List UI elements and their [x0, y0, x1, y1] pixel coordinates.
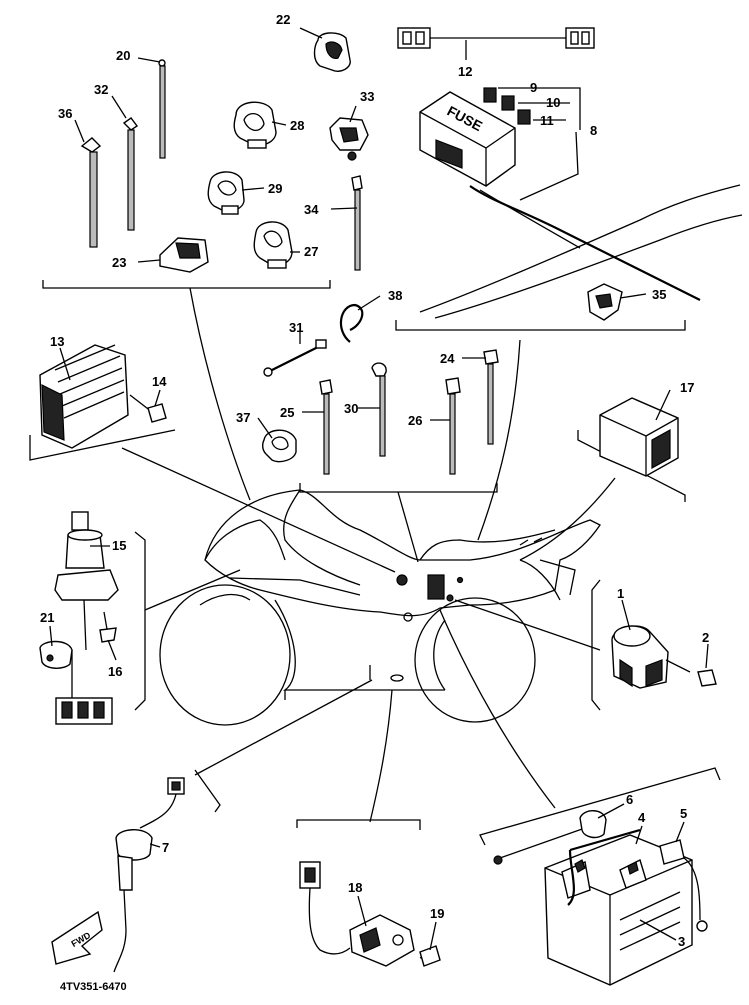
part-21-cover[interactable] — [39, 640, 73, 669]
callout-pointers — [49, 27, 709, 951]
part-35-clip[interactable] — [587, 283, 623, 321]
part-8-fuse-box[interactable]: FUSE — [419, 91, 701, 301]
callout-10: 10 — [546, 95, 560, 110]
callout-34: 34 — [304, 202, 319, 217]
callout-22: 22 — [276, 12, 290, 27]
part-31-band[interactable] — [263, 339, 327, 377]
callout-2: 2 — [702, 630, 709, 645]
part-22-clamp[interactable] — [313, 32, 351, 72]
callout-33: 33 — [360, 89, 374, 104]
part-4-battery-band[interactable] — [567, 828, 641, 906]
callout-24: 24 — [440, 351, 455, 366]
callout-7: 7 — [162, 840, 169, 855]
part-9-fuse[interactable] — [483, 87, 497, 103]
callout-19: 19 — [430, 906, 444, 921]
part-26-cable-tie[interactable] — [445, 377, 461, 475]
part-13-rectifier-regulator[interactable] — [39, 344, 129, 449]
callout-37: 37 — [236, 410, 250, 425]
callout-28: 28 — [290, 118, 304, 133]
part-15-main-switch[interactable] — [54, 511, 119, 725]
motorcycle-outline — [159, 489, 601, 726]
part-24-cable-tie[interactable] — [483, 349, 499, 445]
part-10-fuse[interactable] — [501, 95, 515, 111]
callout-8: 8 — [590, 123, 597, 138]
part-23-holder[interactable] — [159, 237, 209, 273]
callout-14: 14 — [152, 374, 167, 389]
callout-30: 30 — [344, 401, 358, 416]
callout-20: 20 — [116, 48, 130, 63]
callout-29: 29 — [268, 181, 282, 196]
part-27-clamp[interactable] — [253, 221, 293, 269]
part-36-cable-tie[interactable] — [80, 137, 102, 248]
callout-13: 13 — [50, 334, 64, 349]
callout-15: 15 — [112, 538, 126, 553]
callout-36: 36 — [58, 106, 72, 121]
leader-lines — [121, 287, 616, 823]
part-18-sidestand-switch[interactable] — [299, 861, 415, 967]
callout-31: 31 — [289, 320, 303, 335]
part-29-clamp[interactable] — [207, 171, 245, 215]
callout-1: 1 — [617, 586, 624, 601]
callout-9: 9 — [530, 80, 537, 95]
part-14-bolt[interactable] — [129, 394, 167, 423]
callout-18: 18 — [348, 880, 362, 895]
part-5-breather-hose[interactable] — [659, 839, 708, 932]
part-32-cable-tie[interactable] — [122, 117, 139, 231]
part-12-coupler-lead[interactable] — [397, 27, 595, 49]
callout-5: 5 — [680, 806, 687, 821]
callout-labels: 22 20 32 36 28 33 29 34 27 23 12 9 10 11… — [40, 12, 709, 993]
part-1-ignition-coil[interactable] — [611, 625, 691, 689]
front-arrow: FWD — [51, 910, 103, 965]
part-11-fuse[interactable] — [517, 109, 531, 125]
part-20-cable-tie[interactable] — [158, 59, 166, 159]
callout-4: 4 — [638, 810, 646, 825]
callout-25: 25 — [280, 405, 294, 420]
part-38-clip[interactable] — [339, 303, 364, 343]
part-37-clamp[interactable] — [261, 429, 297, 463]
part-17-relay[interactable] — [599, 397, 679, 477]
callout-11: 11 — [540, 113, 554, 128]
callout-3: 3 — [678, 934, 685, 949]
part-16-screw[interactable] — [99, 611, 117, 643]
part-28-clamp[interactable] — [233, 101, 277, 149]
part-7-neutral-switch[interactable] — [113, 777, 185, 973]
callout-32: 32 — [94, 82, 108, 97]
part-19-screw[interactable] — [419, 945, 441, 967]
part-33-clip[interactable] — [329, 117, 369, 161]
callout-21: 21 — [40, 610, 54, 625]
callout-27: 27 — [304, 244, 318, 259]
callout-23: 23 — [112, 255, 126, 270]
callout-26: 26 — [408, 413, 422, 428]
part-25-cable-tie[interactable] — [319, 379, 333, 475]
callout-17: 17 — [680, 380, 694, 395]
part-3-battery[interactable] — [544, 834, 693, 986]
part-30-band[interactable] — [371, 362, 387, 457]
callout-35: 35 — [652, 287, 666, 302]
part-34-cable-tie[interactable] — [351, 175, 363, 271]
diagram-code: 4TV351-6470 — [60, 981, 127, 993]
part-2-screw[interactable] — [697, 669, 717, 687]
callout-12: 12 — [458, 64, 472, 79]
callout-16: 16 — [108, 664, 122, 679]
callout-38: 38 — [388, 288, 402, 303]
frame-outline — [419, 184, 743, 319]
callout-6: 6 — [626, 792, 633, 807]
